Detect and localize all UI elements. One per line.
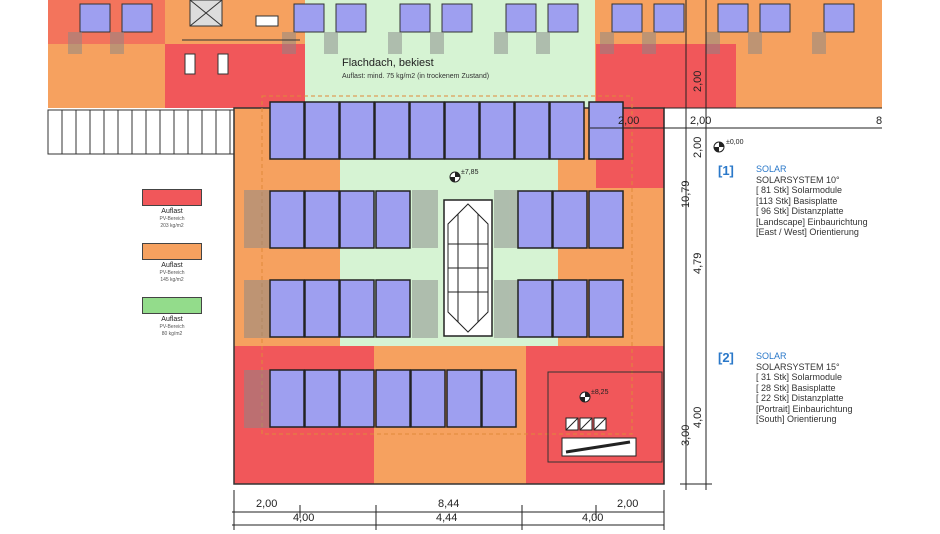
legend-item-green: Auflast PV-Bereich 80 kg/m2 [142,297,202,338]
system-line: [Landscape] Einbaurichtung [756,216,868,227]
dim-vertical-4: 4,79 [692,252,704,274]
legend-label: Auflast [161,316,183,323]
system-name: SOLARSYSTEM 15° [756,361,840,372]
system-line: [Portrait] Einbaurichtung [756,403,853,414]
system-line: [ 28 Stk] Basisplatte [756,382,836,393]
zone-red-bottom-right [526,346,664,484]
legend-item-red: Auflast PV-Bereich 203 kg/m2 [142,189,202,230]
dim-right-top-1: 2,00 [618,115,640,127]
dim-vertical-3: 10,79 [680,180,692,208]
legend-sub2: 80 kg/m2 [161,331,183,337]
dim-bottom-bottom-3: 4,00 [582,512,604,524]
dim-vertical-6: 3,00 [680,424,692,446]
system-line: [East / West] Orientierung [756,227,859,237]
dim-bottom-top-2: 8,44 [438,498,460,510]
legend-swatch [142,243,202,260]
upper-zone-red-right [596,44,736,108]
roof-subtitle: Auflast: mind. 75 kg/m2 (in trockenem Zu… [342,73,490,80]
module-row-3 [269,279,624,338]
module-row-2 [269,190,624,249]
legend-sub2: 145 kg/m2 [160,277,184,283]
dim-bottom-top-1: 2,00 [256,498,278,510]
skylight [443,199,493,337]
dim-bottom-top-3: 2,00 [617,498,639,510]
module-row-4 [269,369,517,428]
level-marker-b [449,171,461,183]
system-title: SOLAR [756,164,787,174]
legend-label: Auflast [161,208,183,215]
roof-title: Flachdach, bekiest [342,57,434,69]
legend-item-orange: Auflast PV-Bereich 145 kg/m2 [142,243,202,284]
system-line: [South] Orientierung [756,414,837,424]
level-marker-a [713,141,725,153]
legend-swatch [142,297,202,314]
dim-right-top-3: 8 [876,115,883,127]
system-line: [ 81 Stk] Solarmodule [756,185,843,195]
legend-sub2: 203 kg/m2 [160,223,184,229]
dim-bottom-bottom-1: 4,00 [293,512,315,524]
system-line: [ 22 Stk] Distanzplatte [756,393,844,403]
module-row-1 [269,101,624,160]
legend-sub1: PV-Bereich [159,216,185,222]
level-marker-c [579,391,591,403]
system-number: [2] [718,350,734,365]
level-label-c: ±8,25 [591,389,609,396]
dim-vertical-2: 2,00 [692,136,704,158]
system-title: SOLAR [756,351,787,361]
system-number: [1] [718,163,734,178]
legend-label: Auflast [161,262,183,269]
equipment-area [547,371,663,463]
system-name: SOLARSYSTEM 10° [756,174,840,185]
dim-vertical-5: 4,00 [692,406,704,428]
system-line: [ 31 Stk] Solarmodule [756,372,843,382]
legend-sub1: PV-Bereich [159,324,185,330]
legend-swatch [142,189,202,206]
dim-vertical-1: 2,00 [692,70,704,92]
legend-sub1: PV-Bereich [159,270,185,276]
level-label-b: ±7,85 [461,169,479,176]
dim-bottom-bottom-2: 4,44 [436,512,458,524]
level-label-a: ±0,00 [726,139,744,146]
dim-right-top-2: 2,00 [690,115,712,127]
system-line: [ 96 Stk] Distanzplatte [756,206,844,216]
system-line: [113 Stk] Basisplatte [756,195,838,206]
stair-structure [47,109,239,155]
top-module-row [79,3,855,33]
